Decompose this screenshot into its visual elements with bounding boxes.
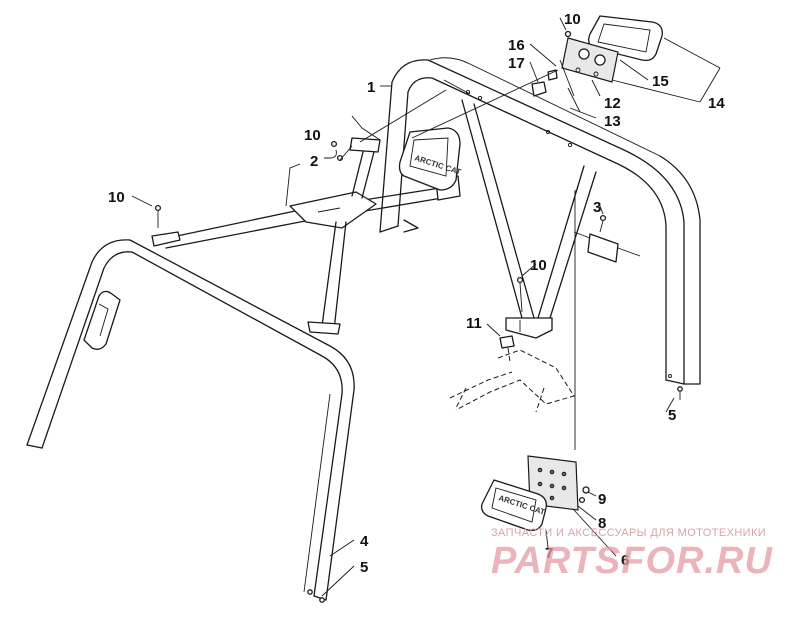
tail-light-assembly: [531, 15, 663, 113]
license-plate-bracket: ARCTIC CAT: [480, 455, 590, 532]
callout-10-brace: 10: [530, 257, 547, 274]
callout-14: 14: [708, 95, 725, 112]
callout-3: 3: [593, 199, 601, 216]
watermark-tagline: ЗАПЧАСТИ И АКСЕССУАРЫ ДЛЯ МОТОТЕХНИКИ: [491, 527, 767, 539]
callout-13: 13: [604, 113, 621, 130]
callout-5-rear: 5: [668, 407, 676, 424]
front-roll-bar: [26, 239, 355, 601]
callout-16: 16: [508, 37, 525, 54]
callout-12: 12: [604, 95, 621, 112]
callout-11: 11: [466, 315, 482, 332]
ghost-mount-bracket: [449, 335, 575, 413]
callout-10-left: 10: [108, 189, 125, 206]
end-bolts: [307, 386, 683, 603]
callout-2: 2: [310, 153, 318, 170]
rear-roll-bar: [379, 57, 701, 385]
callout-1: 1: [367, 79, 375, 96]
callout-9: 9: [598, 491, 606, 508]
bracket-screw-3: [599, 214, 607, 233]
callout-15: 15: [652, 73, 669, 90]
watermark-logo: PARTSFOR.RU: [491, 540, 773, 582]
callout-17: 17: [508, 55, 525, 72]
callout-6: 6: [621, 552, 629, 569]
callout-labels: 1 2 3 4 5 5 6 7 8 9 10 10 10 10 11 12 13…: [108, 11, 725, 576]
callout-10-top: 10: [304, 127, 321, 144]
leader-lines: [131, 17, 721, 597]
callout-10-tail: 10: [564, 11, 581, 28]
callout-8: 8: [598, 515, 606, 532]
screws-10: [154, 140, 524, 313]
callout-7: 7: [545, 545, 553, 562]
work-light-housing: ARCTIC CAT: [398, 127, 462, 191]
cross-brace: [151, 79, 471, 335]
callout-5-front: 5: [360, 559, 368, 576]
callout-4: 4: [360, 533, 369, 550]
